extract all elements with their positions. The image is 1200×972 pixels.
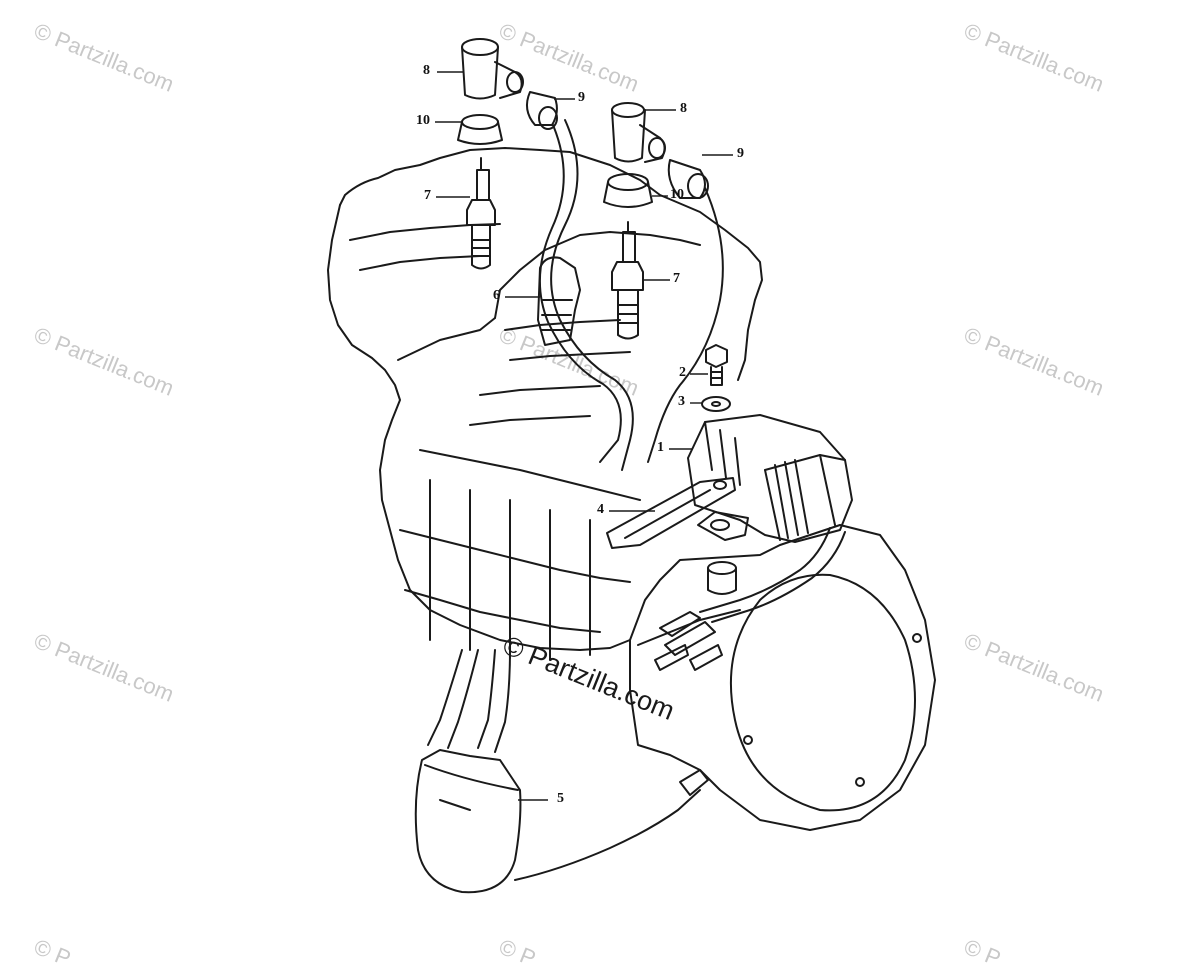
regulator-connectors [654,527,846,671]
callout-2: 2 [679,365,686,380]
spark-plug-cap-left [461,38,524,100]
spark-plug-boot-left [525,91,558,130]
callout-8: 8 [680,101,687,116]
flywheel-housing [629,524,936,831]
callout-1: 1 [657,440,664,455]
mounting-bracket [606,477,736,549]
callout-9: 9 [578,90,585,105]
callout-7: 7 [424,188,431,203]
ignition-coil [414,649,709,894]
callout-3: 3 [678,394,685,409]
callout-7: 7 [673,271,680,286]
spacer [697,511,749,541]
callout-8: 8 [423,63,430,78]
spark-plug-right [611,221,644,340]
insulator-right [603,173,653,208]
callout-5: 5 [557,791,564,806]
regulator [687,414,853,543]
insulator-left [457,114,503,145]
callout-10: 10 [670,187,684,202]
bolt [705,344,728,386]
spark-plug-cap-right [611,102,666,163]
callout-6: 6 [493,288,500,303]
wire-retainer [537,256,581,346]
callout-4: 4 [597,502,604,517]
spark-plug-wires [539,119,724,471]
spark-plug-left [466,157,496,270]
callout-10: 10 [416,113,430,128]
mount-boss [707,561,737,595]
engine-block [327,147,763,661]
washer [701,396,731,412]
spark-plug-boot-right [667,159,709,199]
callout-9: 9 [737,146,744,161]
